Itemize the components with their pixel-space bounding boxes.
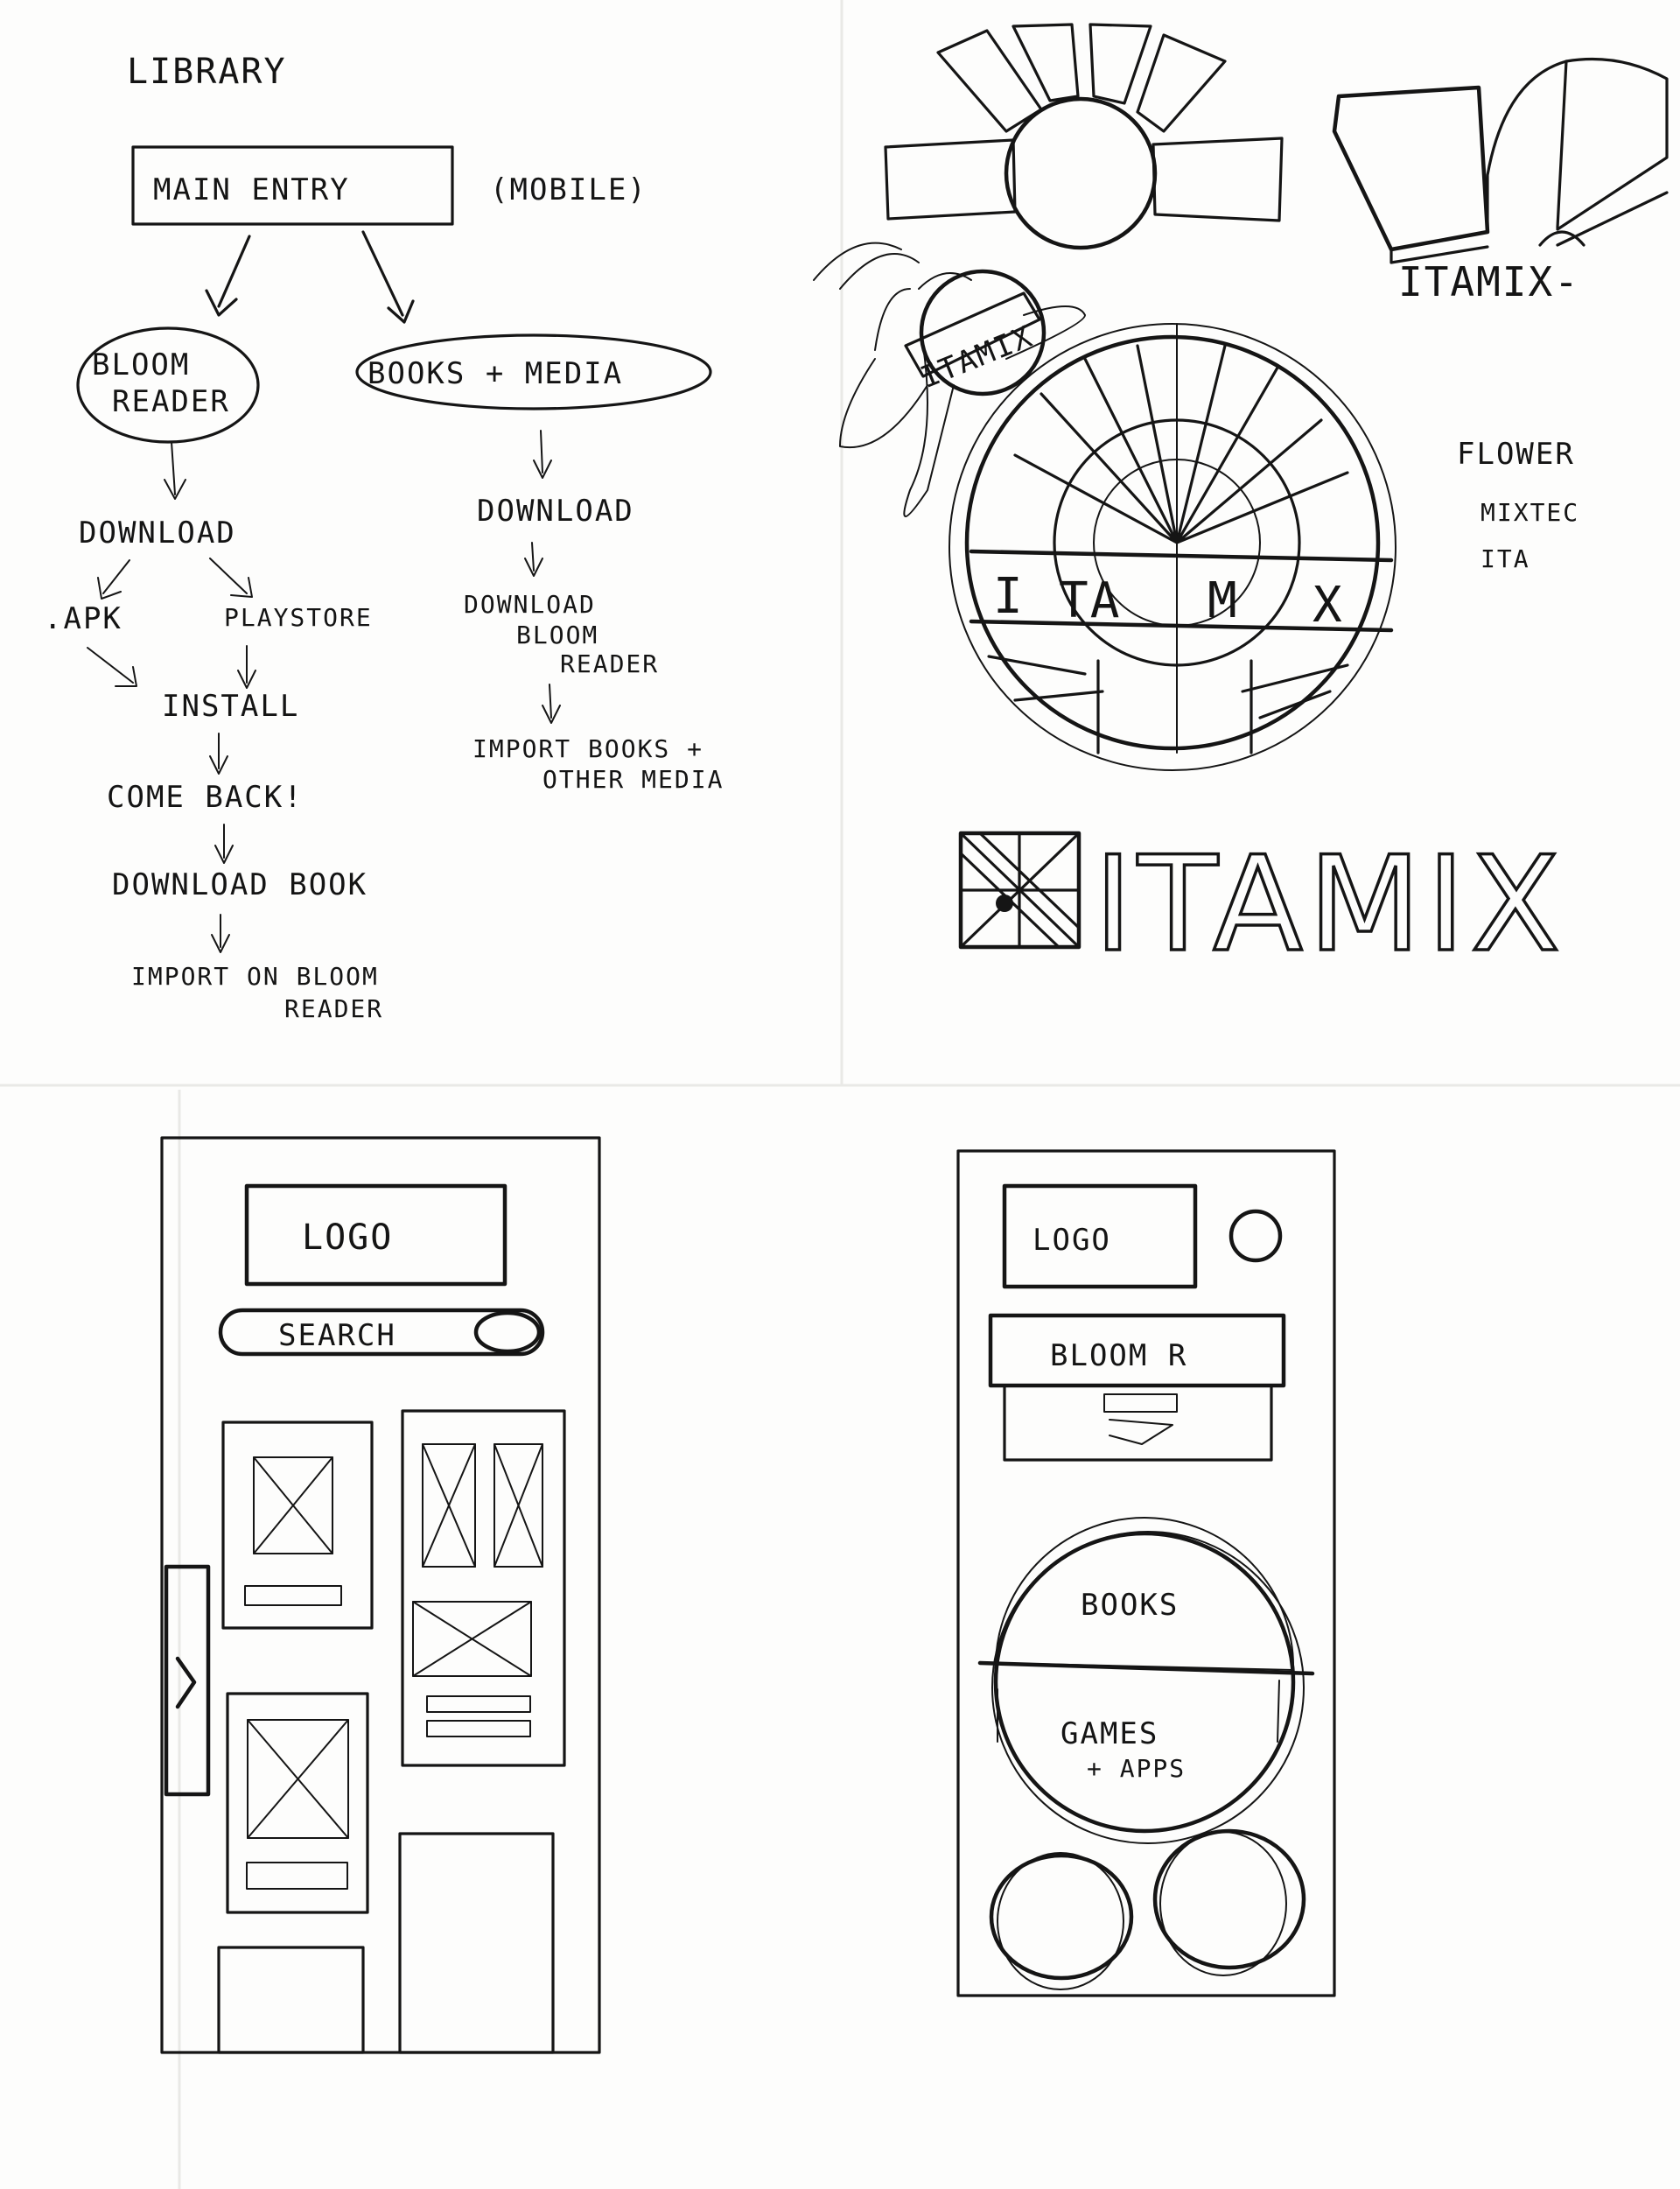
search-label: SEARCH	[278, 1318, 396, 1353]
drawer-tab[interactable]	[164, 1564, 211, 1797]
arrow-to-books	[361, 230, 415, 324]
wheel-letter-x: X	[1312, 577, 1344, 634]
library-title: LIBRARY	[127, 52, 287, 92]
arrow-to-playstore	[209, 558, 253, 598]
logo-explorations: ITAMIX- ITAMIX I TA M X	[813, 23, 1669, 983]
card-1-image	[253, 1456, 333, 1554]
playstore-label: PLAYSTORE	[224, 603, 373, 632]
import-bloom-label-1: IMPORT ON BLOOM	[131, 962, 379, 991]
profile-circle[interactable]	[1228, 1209, 1283, 1263]
card-2[interactable]	[401, 1409, 566, 1767]
arrow-playstore-install	[237, 645, 256, 689]
apk-label: .APK	[44, 601, 122, 636]
sun-fan-mark	[884, 23, 1284, 250]
arrow-comeback-downloadbook	[214, 824, 234, 864]
arrow-download-bloomreader	[524, 542, 543, 577]
bottom-circle-left[interactable]	[989, 1853, 1134, 1981]
bloom-dropdown[interactable]	[1003, 1384, 1273, 1462]
download-bloom-1: DOWNLOAD	[464, 590, 596, 619]
card-3-image	[247, 1719, 349, 1839]
logo-label-left: LOGO	[302, 1217, 393, 1258]
arrow-bloom-download	[164, 441, 186, 500]
wireframe-right: LOGO BLOOM R BOOKS GAMES + APPS	[956, 1149, 1336, 1997]
bloom-label-1: BLOOM	[92, 347, 190, 382]
main-entry-label: MAIN ENTRY	[153, 172, 350, 207]
note-ita: ITA	[1480, 544, 1530, 573]
games-label-1: GAMES	[1060, 1716, 1158, 1751]
search-button[interactable]	[473, 1310, 542, 1354]
arrow-install-comeback	[209, 733, 228, 775]
itamix-final-wordmark: ITAMIX	[958, 827, 1565, 983]
import-books-1: IMPORT BOOKS +	[472, 734, 704, 763]
download-bloom-2: BLOOM	[516, 621, 598, 649]
books-label: BOOKS	[1081, 1588, 1179, 1623]
bloom-banner-label: BLOOM R	[1050, 1338, 1187, 1373]
book-fan-mark: ITAMIX-	[1332, 57, 1669, 305]
itamix-wheel: I TA M X	[948, 323, 1396, 771]
note-flower: FLOWER	[1457, 437, 1575, 472]
bloom-label-2: READER	[112, 384, 230, 419]
chevron-right-icon	[175, 1656, 197, 1709]
logo-label-right: LOGO	[1032, 1223, 1111, 1258]
card-3[interactable]	[226, 1692, 369, 1914]
search-bar[interactable]	[218, 1308, 545, 1357]
card-4[interactable]	[398, 1832, 555, 2054]
mobile-note: (MOBILE)	[490, 172, 648, 207]
arrow-to-apk	[97, 559, 130, 600]
card-2-caption-2	[426, 1720, 531, 1737]
come-back-label: COME BACK!	[107, 780, 304, 815]
right-download-label: DOWNLOAD	[477, 494, 634, 529]
wireframe-left: LOGO SEARCH	[160, 1136, 601, 2054]
arrow-to-import-books	[542, 684, 561, 724]
import-books-2: OTHER MEDIA	[542, 765, 724, 794]
main-entry-box	[131, 145, 454, 226]
wheel-letter-i: I	[993, 568, 1025, 625]
download-bloom-3: READER	[560, 649, 659, 678]
arrow-downloadbook-import	[211, 914, 230, 953]
phone-frame-left	[160, 1136, 601, 2054]
download-icon	[1103, 1393, 1178, 1445]
books-section[interactable]	[995, 1517, 1295, 1671]
card-1[interactable]	[221, 1421, 374, 1630]
note-mixtec: MIXTEC	[1480, 498, 1579, 527]
logo-box-left	[244, 1183, 508, 1287]
arrow-to-bloom	[205, 235, 251, 317]
books-media-label: BOOKS + MEDIA	[368, 356, 623, 391]
wheel-letter-ta: TA	[1059, 572, 1121, 629]
card-3-caption	[246, 1862, 348, 1890]
arrow-apk-install	[87, 647, 137, 687]
phone-frame-right	[956, 1149, 1336, 1997]
category-wheel	[993, 1531, 1296, 1834]
itamix-wordmark: ITAMIX	[1094, 829, 1565, 981]
bloom-reader-oval	[76, 326, 260, 444]
itamix-wordmark-top: ITAMIX-	[1398, 258, 1580, 305]
logo-box-right	[1002, 1183, 1198, 1289]
card-2-image-b	[494, 1443, 543, 1568]
arrow-books-download	[533, 430, 552, 479]
card-2-image-a	[422, 1443, 476, 1568]
books-media-oval	[355, 333, 712, 410]
card-1-caption	[244, 1585, 342, 1606]
download-book-label: DOWNLOAD BOOK	[112, 867, 368, 902]
card-2-image-c	[412, 1601, 532, 1677]
left-download-label: DOWNLOAD	[79, 516, 236, 551]
wheel-letter-m: M	[1208, 572, 1239, 629]
games-label-2: + APPS	[1087, 1754, 1186, 1783]
card-5[interactable]	[217, 1946, 365, 2054]
card-2-caption-1	[426, 1695, 531, 1713]
bottom-circle-right[interactable]	[1152, 1828, 1306, 1970]
import-bloom-label-2: READER	[284, 994, 383, 1023]
install-label: INSTALL	[162, 689, 299, 724]
flow-diagram: LIBRARY MAIN ENTRY (MOBILE) BLOOM READER…	[44, 52, 724, 1023]
